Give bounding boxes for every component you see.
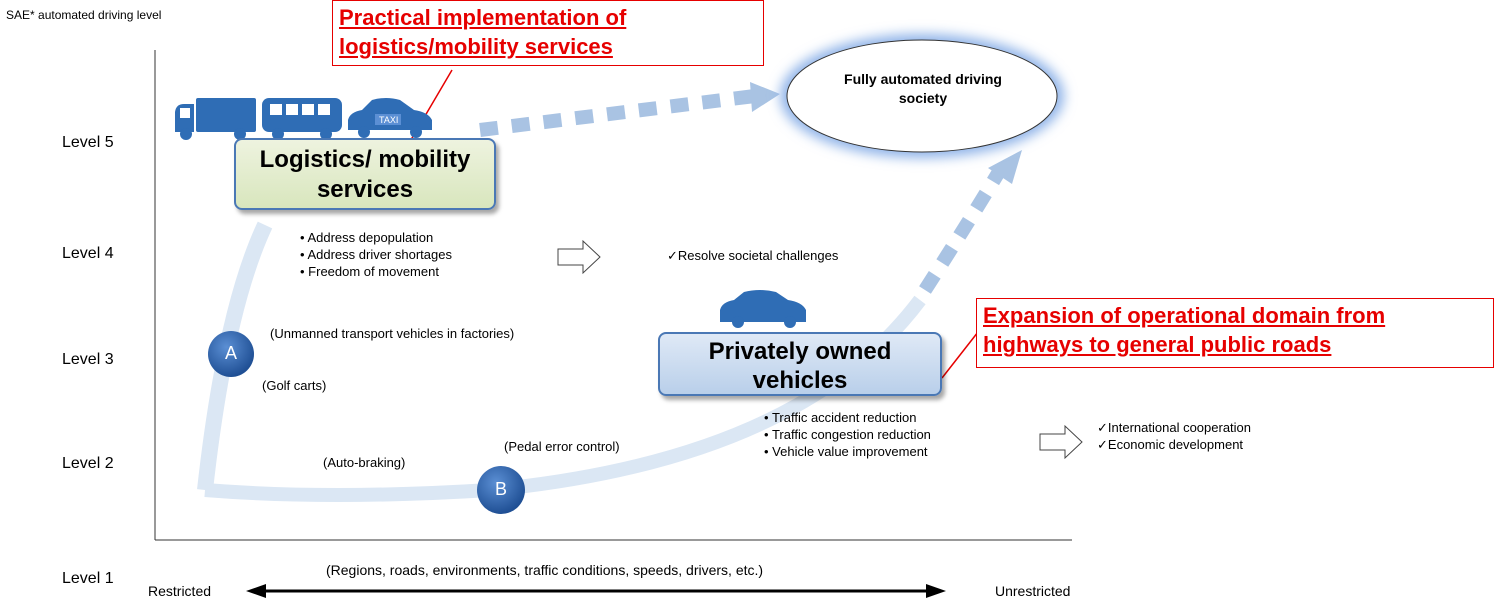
arrow-logistics-result — [557, 239, 601, 275]
path-a-label: A — [224, 343, 237, 363]
example-auto-braking: (Auto-braking) — [323, 455, 406, 470]
dotted-path-right — [919, 166, 1007, 294]
goal-label: Fully automated driving society — [844, 71, 1002, 106]
list-item: Economic development — [1097, 436, 1251, 453]
arrow-private-result — [1039, 424, 1083, 460]
axis-title: SAE* automated driving level — [6, 8, 162, 22]
taxi-sign: TAXI — [379, 115, 398, 125]
x-axis-restricted: Restricted — [148, 583, 212, 599]
level-5-label: Level 5 — [62, 134, 114, 151]
path-b-marker — [477, 466, 525, 514]
list-item: Traffic accident reduction — [764, 409, 931, 426]
goal-ellipse — [786, 39, 1058, 153]
level-2-label: Level 2 — [62, 455, 114, 472]
private-results: International cooperation Economic devel… — [1097, 419, 1251, 453]
example-unmanned: (Unmanned transport vehicles in factorie… — [270, 326, 515, 341]
level-1-label: Level 1 — [62, 570, 114, 587]
logistics-results: Resolve societal challenges — [667, 247, 838, 264]
callout-logistics: Practical implementation of logistics/mo… — [332, 0, 764, 66]
taxi-icon — [348, 98, 432, 138]
dotted-path-upper — [479, 89, 756, 137]
list-item: Traffic congestion reduction — [764, 426, 931, 443]
car-icon — [720, 290, 806, 328]
list-item: Resolve societal challenges — [667, 247, 838, 264]
bus-icon — [262, 98, 342, 140]
x-axis-unrestricted: Unrestricted — [995, 583, 1071, 599]
dotted-path-upper-arrow — [750, 82, 780, 112]
truck-icon — [175, 98, 256, 140]
private-vehicles-box: Privately owned vehicles — [658, 332, 942, 396]
example-pedal-error: (Pedal error control) — [504, 439, 620, 454]
list-item: Vehicle value improvement — [764, 443, 931, 460]
restriction-arrow-right-head — [926, 584, 946, 598]
private-bullets: Traffic accident reduction Traffic conge… — [764, 409, 931, 460]
callout-right-pointer — [941, 331, 979, 379]
level-4-label: Level 4 — [62, 245, 114, 262]
list-item: Address depopulation — [300, 229, 452, 246]
example-golf-carts: (Golf carts) — [262, 378, 327, 393]
logistics-box: Logistics/ mobility services — [234, 138, 496, 210]
list-item: Freedom of movement — [300, 263, 452, 280]
restriction-arrow-left-head — [246, 584, 266, 598]
list-item: Address driver shortages — [300, 246, 452, 263]
callout-operational-domain: Expansion of operational domain from hig… — [976, 298, 1494, 368]
list-item: International cooperation — [1097, 419, 1251, 436]
dotted-path-right-arrow — [988, 150, 1022, 184]
x-axis-conditions: (Regions, roads, environments, traffic c… — [326, 562, 764, 578]
path-a-marker — [208, 331, 254, 377]
path-b-label: B — [494, 479, 507, 499]
level-3-label: Level 3 — [62, 351, 114, 368]
logistics-bullets: Address depopulation Address driver shor… — [300, 229, 452, 280]
